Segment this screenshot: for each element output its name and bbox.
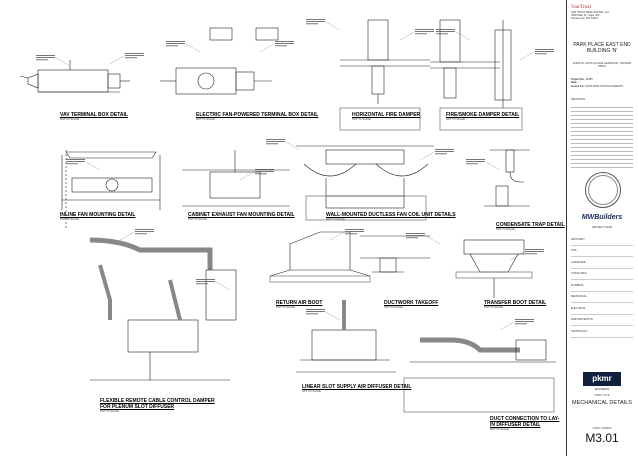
team-row: TECHNOLOGY: [571, 326, 633, 338]
title-block: VanTrust VAN TRUST REAL ESTATE, LLC 4900…: [566, 0, 638, 456]
team-row: FIRE PROTECTION: [571, 315, 633, 326]
team-row: STRUCTURAL: [571, 269, 633, 280]
project-info: Project No. 12385 Date - Issued For CONS…: [571, 78, 624, 88]
scale-note: NOT TO SCALE: [484, 306, 503, 309]
scale-note: NOT TO SCALE: [196, 118, 215, 121]
scale-note: NOT TO SCALE: [446, 118, 465, 121]
scale-note: NOT TO SCALE: [326, 218, 345, 221]
team-row: CIVIL: [571, 246, 633, 257]
condensate-detail-title: CONDENSATE TRAP DETAIL: [496, 222, 565, 228]
scale-note: NOT TO SCALE: [60, 218, 79, 221]
duct-connection-detail-title: DUCT CONNECTION TO LAY-IN DIFFUSER DETAI…: [490, 416, 560, 428]
scale-note: NOT TO SCALE: [384, 306, 403, 309]
inline-fan-detail-title: INLINE FAN MOUNTING DETAIL: [60, 212, 136, 218]
scale-note: NOT TO SCALE: [302, 390, 321, 393]
revisions-table: [571, 104, 633, 168]
scale-note: NOT TO SCALE: [352, 118, 371, 121]
sheet-number: M3.01: [585, 431, 619, 445]
sheet-title-label: SHEET TITLE: [594, 394, 610, 397]
team-row: ELECTRICAL: [571, 303, 633, 315]
scale-note: NOT TO SCALE: [100, 410, 119, 413]
engineer-seal: [585, 172, 621, 208]
project-name: PARK PLACE EAST END BUILDING 'N': [573, 42, 631, 54]
consultant-sub: ENGINEERS: [594, 388, 610, 391]
project-address: 11000 W. 116TH PLACE LEAWOOD, KANSAS 662…: [572, 61, 632, 69]
wall-fcu-detail-title: WALL-MOUNTED DUCTLESS FAN COIL UNIT DETA…: [326, 212, 456, 218]
sheet-number-label: SHEET NUMBER: [592, 427, 612, 430]
engineer-seal-inner: [588, 175, 618, 205]
scale-note: NOT TO SCALE: [276, 306, 295, 309]
company-address: VAN TRUST REAL ESTATE, LLC 4900 Main St.…: [571, 11, 610, 21]
scale-note: NOT TO SCALE: [490, 428, 509, 431]
fire-smoke-detail-title: FIRE/SMOKE DAMPER DETAIL: [446, 112, 520, 118]
takeoff-detail-title: DUCTWORK TAKEOFF: [384, 300, 439, 306]
vav-detail-title: VAV TERMINAL BOX DETAIL: [60, 112, 128, 118]
sheet-title: MECHANICAL DETAILS: [572, 400, 632, 406]
flex-cable-detail-title: FLEXIBLE REMOTE CABLE CONTROL DAMPER FOR…: [100, 398, 215, 410]
scale-note: NOT TO SCALE: [496, 228, 515, 231]
cabinet-fan-detail-title: CABINET EXHAUST FAN MOUNTING DETAIL: [188, 212, 295, 218]
company-logo: VanTrust: [571, 4, 591, 10]
fan-powered-detail-title: ELECTRIC FAN-POWERED TERMINAL BOX DETAIL: [196, 112, 319, 118]
team-row: LANDSCAPE: [571, 257, 633, 269]
scale-note: NOT TO SCALE: [188, 218, 207, 221]
linear-slot-detail-title: LINEAR SLOT SUPPLY AIR DIFFUSER DETAIL: [302, 384, 412, 390]
project-team-label: PROJECT TEAM: [592, 226, 612, 229]
builder-logo: MWBuilders: [581, 214, 623, 221]
fire-damper-detail-title: HORIZONTAL FIRE DAMPER: [352, 112, 421, 118]
consultant-logo: pkmr: [583, 372, 621, 386]
team-row: PLUMBING: [571, 280, 633, 292]
team-row: ARCHITECT: [571, 234, 633, 246]
return-boot-detail-title: RETURN AIR BOOT: [276, 300, 323, 306]
team-row: MECHANICAL: [571, 292, 633, 303]
transfer-detail-title: TRANSFER BOOT DETAIL: [484, 300, 547, 306]
detail-drawings: [19, 19, 556, 413]
scale-note: NOT TO SCALE: [60, 118, 79, 121]
revisions-header: REVISIONS: [571, 98, 586, 101]
